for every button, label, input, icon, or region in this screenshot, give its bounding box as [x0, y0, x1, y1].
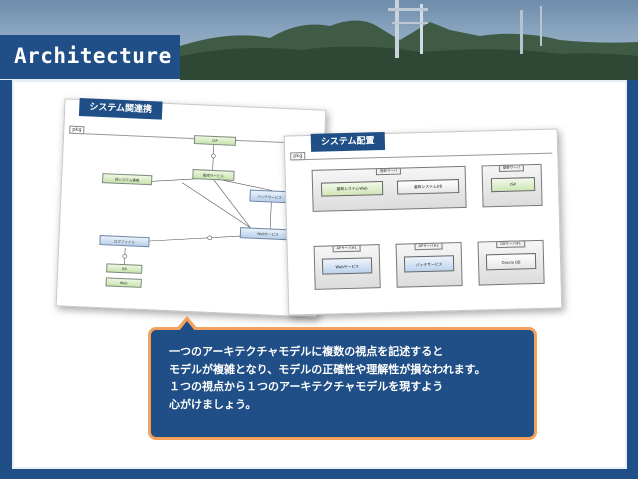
item-oracle-db: Oracle DB	[485, 253, 537, 271]
node-isp: ISP	[193, 135, 237, 146]
diagram-frame-line	[290, 152, 553, 161]
group-core-server-isp: 基幹サーバ ISP	[481, 163, 543, 208]
header-photo: Architecture	[0, 0, 638, 80]
item-isp: ISP	[490, 177, 536, 193]
diagram-title: システム配置	[310, 131, 385, 152]
group-ap-server-2: APサーバ#2 バッチサービス	[395, 241, 463, 288]
group-label: APサーバ#1	[332, 244, 361, 253]
item-core-web: 基幹システムWeb	[320, 181, 384, 197]
callout-line-4: 心がけましょう。	[169, 397, 257, 411]
callout-text: 一つのアーキテクチャモデルに複数の視点を記述すると モデルが複雑となり、モデルの…	[169, 343, 486, 413]
slide-title: Architecture	[14, 44, 172, 68]
system-integration-diagram: システム関連携 pkg ISP 他システム連携 販売サービス	[55, 98, 327, 318]
diagram-connectors	[122, 143, 315, 265]
callout-pointer-inner	[179, 321, 195, 331]
group-db-server-1: DBサーバ#1 Oracle DB	[477, 239, 545, 286]
group-core-server: 基幹サーバ 基幹システムWeb 基幹システムDB	[311, 165, 467, 212]
group-ap-server-1: APサーバ#1 Webサービス	[313, 244, 381, 290]
item-web-service: Webサービス	[321, 257, 373, 275]
group-label: 基幹サーバ	[375, 167, 402, 176]
content-panel-border	[12, 80, 627, 469]
callout-box: 一つのアーキテクチャモデルに複数の視点を記述すると モデルが複雑となり、モデルの…	[148, 327, 537, 440]
group-label: APサーバ#2	[414, 242, 443, 251]
header-landscape-image	[180, 0, 638, 80]
callout-line-1: 一つのアーキテクチャモデルに複数の視点を記述すると	[169, 345, 444, 358]
node-integration: 他システム連携	[102, 173, 153, 186]
slide-title-tab: Architecture	[0, 35, 180, 80]
item-batch-service: バッチサービス	[403, 255, 455, 273]
callout-line-2: モデルが複雑となり、モデルの正確性や理解性が損なわれます。	[169, 362, 486, 376]
item-core-db: 基幹システムDB	[396, 179, 460, 195]
node-log-file: ログファイル	[99, 235, 150, 248]
group-label: 基幹サーバ	[498, 164, 525, 172]
callout-line-3: １つの視点から１つのアーキテクチャモデルを現すよう	[169, 380, 444, 393]
node-web: Web	[105, 277, 142, 288]
node-db: DB	[106, 263, 143, 274]
node-batch-service: バッチサービス	[249, 189, 290, 204]
node-sales-service: 販売サービス	[192, 169, 235, 181]
system-deployment-diagram: システム配置 pkg 基幹サーバ 基幹システムWeb 基幹システムDB 基幹サー…	[283, 128, 563, 316]
group-label: DBサーバ#1	[496, 240, 526, 249]
